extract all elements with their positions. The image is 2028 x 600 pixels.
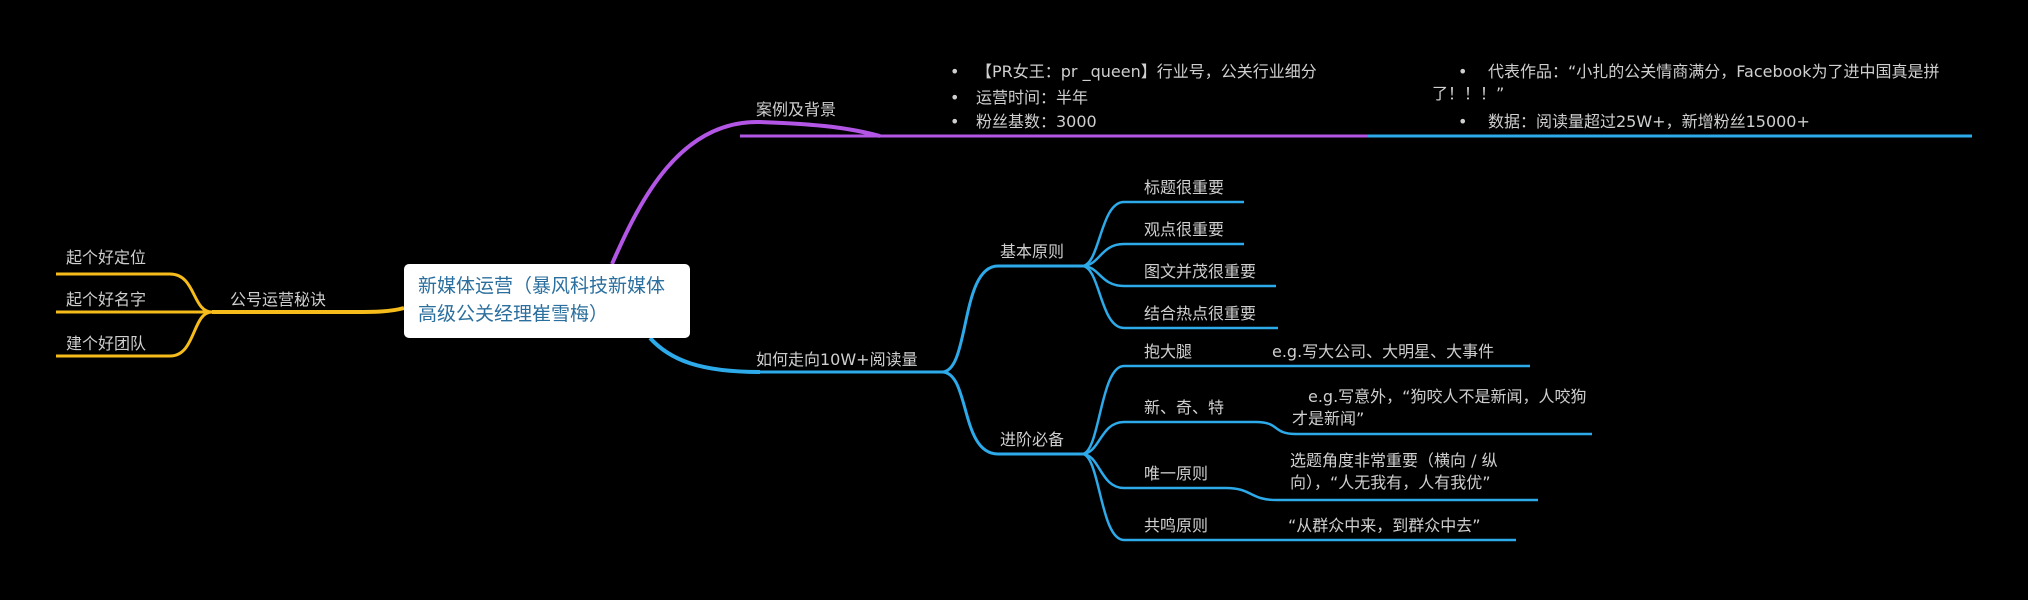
root-text: 新媒体运营（暴风科技新媒体高级公关经理崔雪梅）: [418, 275, 666, 325]
case-bullet: •: [950, 88, 960, 107]
advanced-note-big-names: e.g.写大公司、大明星、大事件: [1272, 342, 1495, 361]
link-root-left: [212, 306, 405, 314]
links-advanced-items: [1081, 364, 1256, 542]
case-detail-account: 【PR女王：pr _queen】行业号，公关行业细分: [976, 62, 1317, 81]
case-bullet: •: [1458, 62, 1468, 81]
node-naming[interactable]: 起个好名字: [66, 290, 147, 309]
link-read-advanced: [941, 370, 1082, 456]
case-detail-fans: 粉丝基数：3000: [976, 112, 1097, 131]
links-basic-items: [1081, 200, 1278, 330]
advanced-item-unique[interactable]: 唯一原则: [1144, 464, 1209, 483]
basic-item-hotspot[interactable]: 结合热点很重要: [1144, 304, 1257, 323]
case-bullet: •: [950, 62, 960, 81]
node-secret-tips[interactable]: 公号运营秘诀: [230, 290, 327, 309]
link-root-case: [610, 119, 881, 265]
node-team[interactable]: 建个好团队: [66, 334, 147, 353]
case-detail-duration: 运营时间：半年: [976, 88, 1089, 107]
case-bullet: •: [950, 112, 960, 131]
case-bullet: •: [1458, 112, 1468, 131]
advanced-note-novel: e.g.写意外，“狗咬人不是新闻，人咬狗才是新闻”: [1292, 387, 1587, 428]
links-advanced-notes: [1225, 364, 1592, 542]
node-positioning[interactable]: 起个好定位: [66, 248, 147, 267]
basic-item-images[interactable]: 图文并茂很重要: [1144, 262, 1257, 281]
case-detail-data: 数据：阅读量超过25W+，新增粉丝15000+: [1488, 112, 1810, 131]
node-advanced[interactable]: 进阶必备: [1000, 430, 1065, 449]
links-left-items: [56, 272, 213, 358]
basic-item-title[interactable]: 标题很重要: [1144, 178, 1225, 197]
link-read-basic: [941, 264, 1082, 374]
node-10w-reads[interactable]: 如何走向10W+阅读量: [756, 350, 918, 369]
advanced-note-unique: 选题角度非常重要（横向 / 纵向），“人无我有，人有我优”: [1290, 451, 1498, 492]
advanced-note-resonance: “从群众中来，到群众中去”: [1288, 516, 1481, 535]
root-node[interactable]: 新媒体运营（暴风科技新媒体高级公关经理崔雪梅）: [404, 264, 690, 338]
case-detail-masterpiece: 代表作品：“小扎的公关情商满分，Facebook为了进中国真是拼了！！！”: [1432, 62, 1940, 103]
node-case-background[interactable]: 案例及背景: [756, 100, 837, 119]
link-root-read: [648, 336, 761, 374]
advanced-item-resonance[interactable]: 共鸣原则: [1144, 516, 1209, 535]
node-basic-principles[interactable]: 基本原则: [1000, 242, 1065, 261]
basic-item-viewpoint[interactable]: 观点很重要: [1144, 220, 1225, 239]
advanced-item-novel[interactable]: 新、奇、特: [1144, 398, 1225, 417]
advanced-item-big-names[interactable]: 抱大腿: [1144, 342, 1193, 361]
